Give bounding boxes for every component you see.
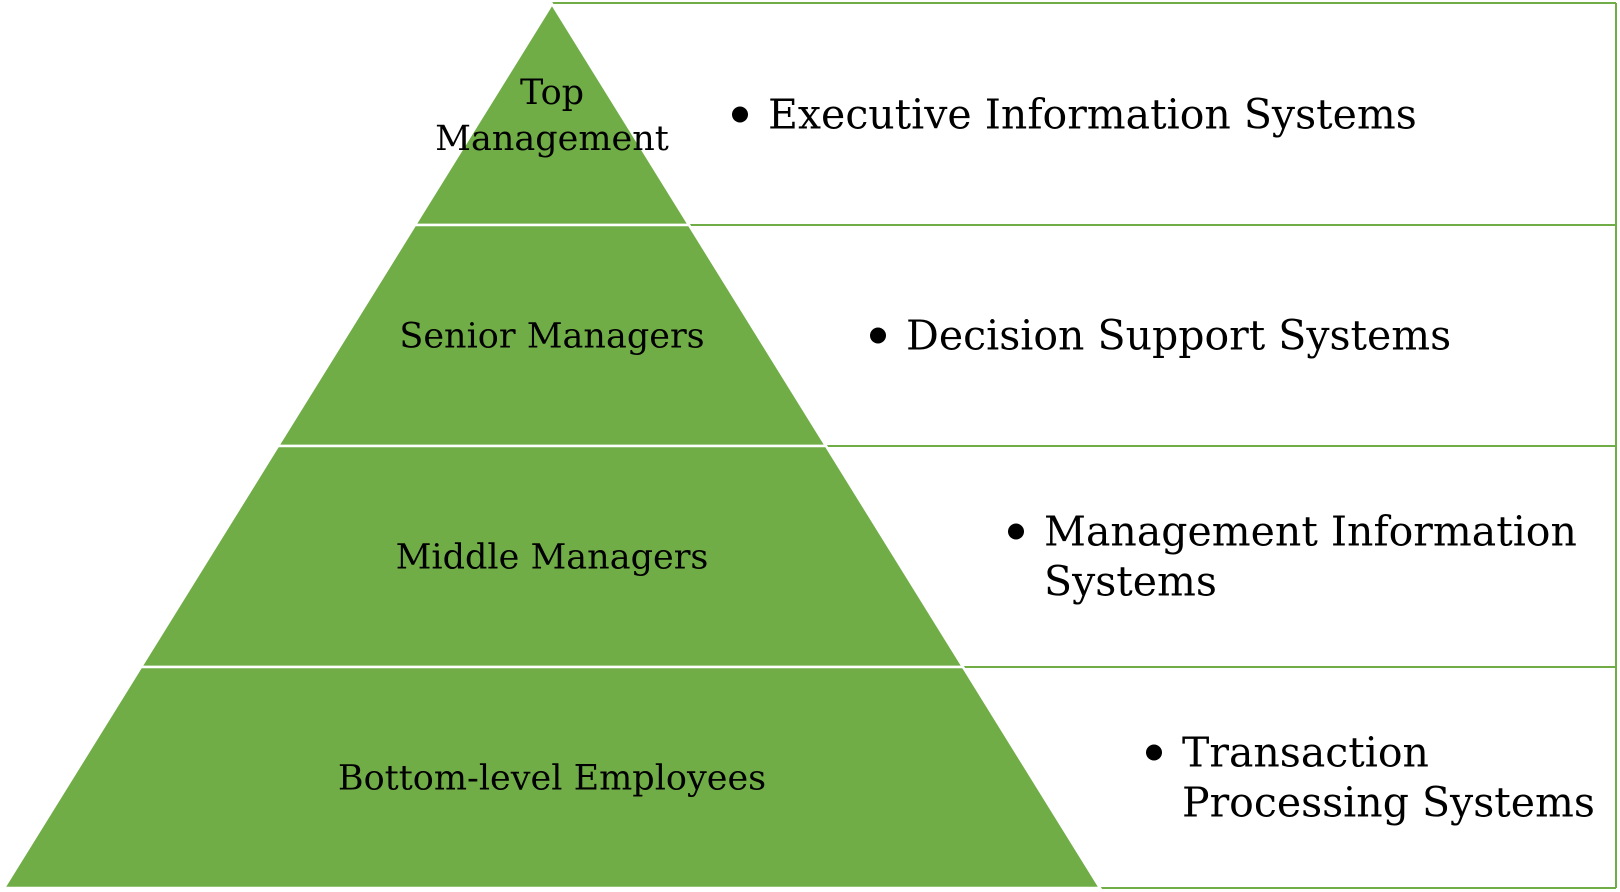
system-label: Decision Support Systems <box>906 312 1451 360</box>
pyramid-tier-1 <box>412 1 692 227</box>
system-label: Executive Information Systems <box>768 91 1417 139</box>
tier-label: Management <box>435 119 669 159</box>
bullet-dot <box>870 327 886 344</box>
bullet-dot <box>732 106 748 123</box>
system-label: Processing Systems <box>1182 779 1595 827</box>
system-label: Systems <box>1044 558 1217 606</box>
tier-label: Middle Managers <box>396 538 709 578</box>
pyramid-layer <box>1 1 1103 890</box>
pyramid-tier-4 <box>1 665 1103 890</box>
system-label: Management Information <box>1044 508 1577 556</box>
bullet-dot <box>1146 744 1162 761</box>
tier-label: Senior Managers <box>399 317 704 357</box>
tier-label: Top <box>520 73 584 113</box>
system-label: Transaction <box>1182 729 1429 777</box>
tier-label: Bottom-level Employees <box>338 759 766 799</box>
bullet-dot <box>1008 523 1024 540</box>
